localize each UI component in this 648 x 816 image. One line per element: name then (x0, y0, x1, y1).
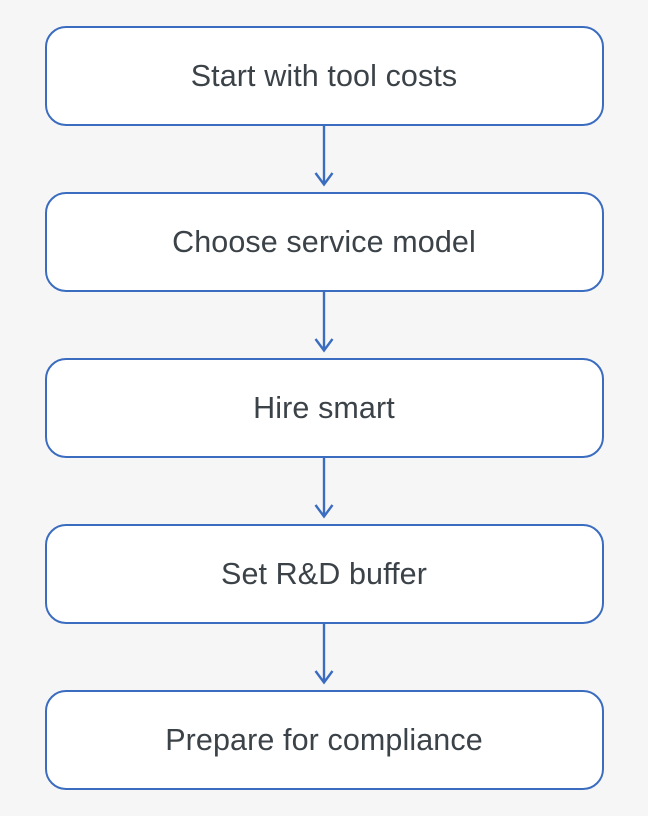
arrow-down-icon (314, 458, 334, 519)
flowchart-connector-arrow-4 (45, 624, 604, 690)
flowchart-connector-arrow-1 (45, 126, 604, 192)
node-label: Prepare for compliance (165, 722, 483, 757)
flowchart-node-step-2[interactable]: Choose service model (44, 192, 604, 292)
flowchart-node-step-3[interactable]: Hire smart (44, 358, 604, 458)
arrow-down-icon (314, 624, 334, 685)
node-label: Choose service model (172, 224, 476, 259)
flowchart-node-step-4[interactable]: Set R&D buffer (44, 524, 604, 624)
node-label: Set R&D buffer (221, 556, 427, 591)
flowchart-node-step-1[interactable]: Start with tool costs (44, 26, 604, 126)
arrow-down-icon (314, 126, 334, 187)
node-label: Hire smart (253, 390, 395, 425)
flowchart-connector-arrow-3 (45, 458, 604, 524)
node-label: Start with tool costs (190, 58, 458, 93)
flowchart-connector-arrow-2 (45, 292, 604, 358)
flowchart-node-step-5[interactable]: Prepare for compliance (44, 690, 604, 790)
arrow-down-icon (314, 292, 334, 353)
